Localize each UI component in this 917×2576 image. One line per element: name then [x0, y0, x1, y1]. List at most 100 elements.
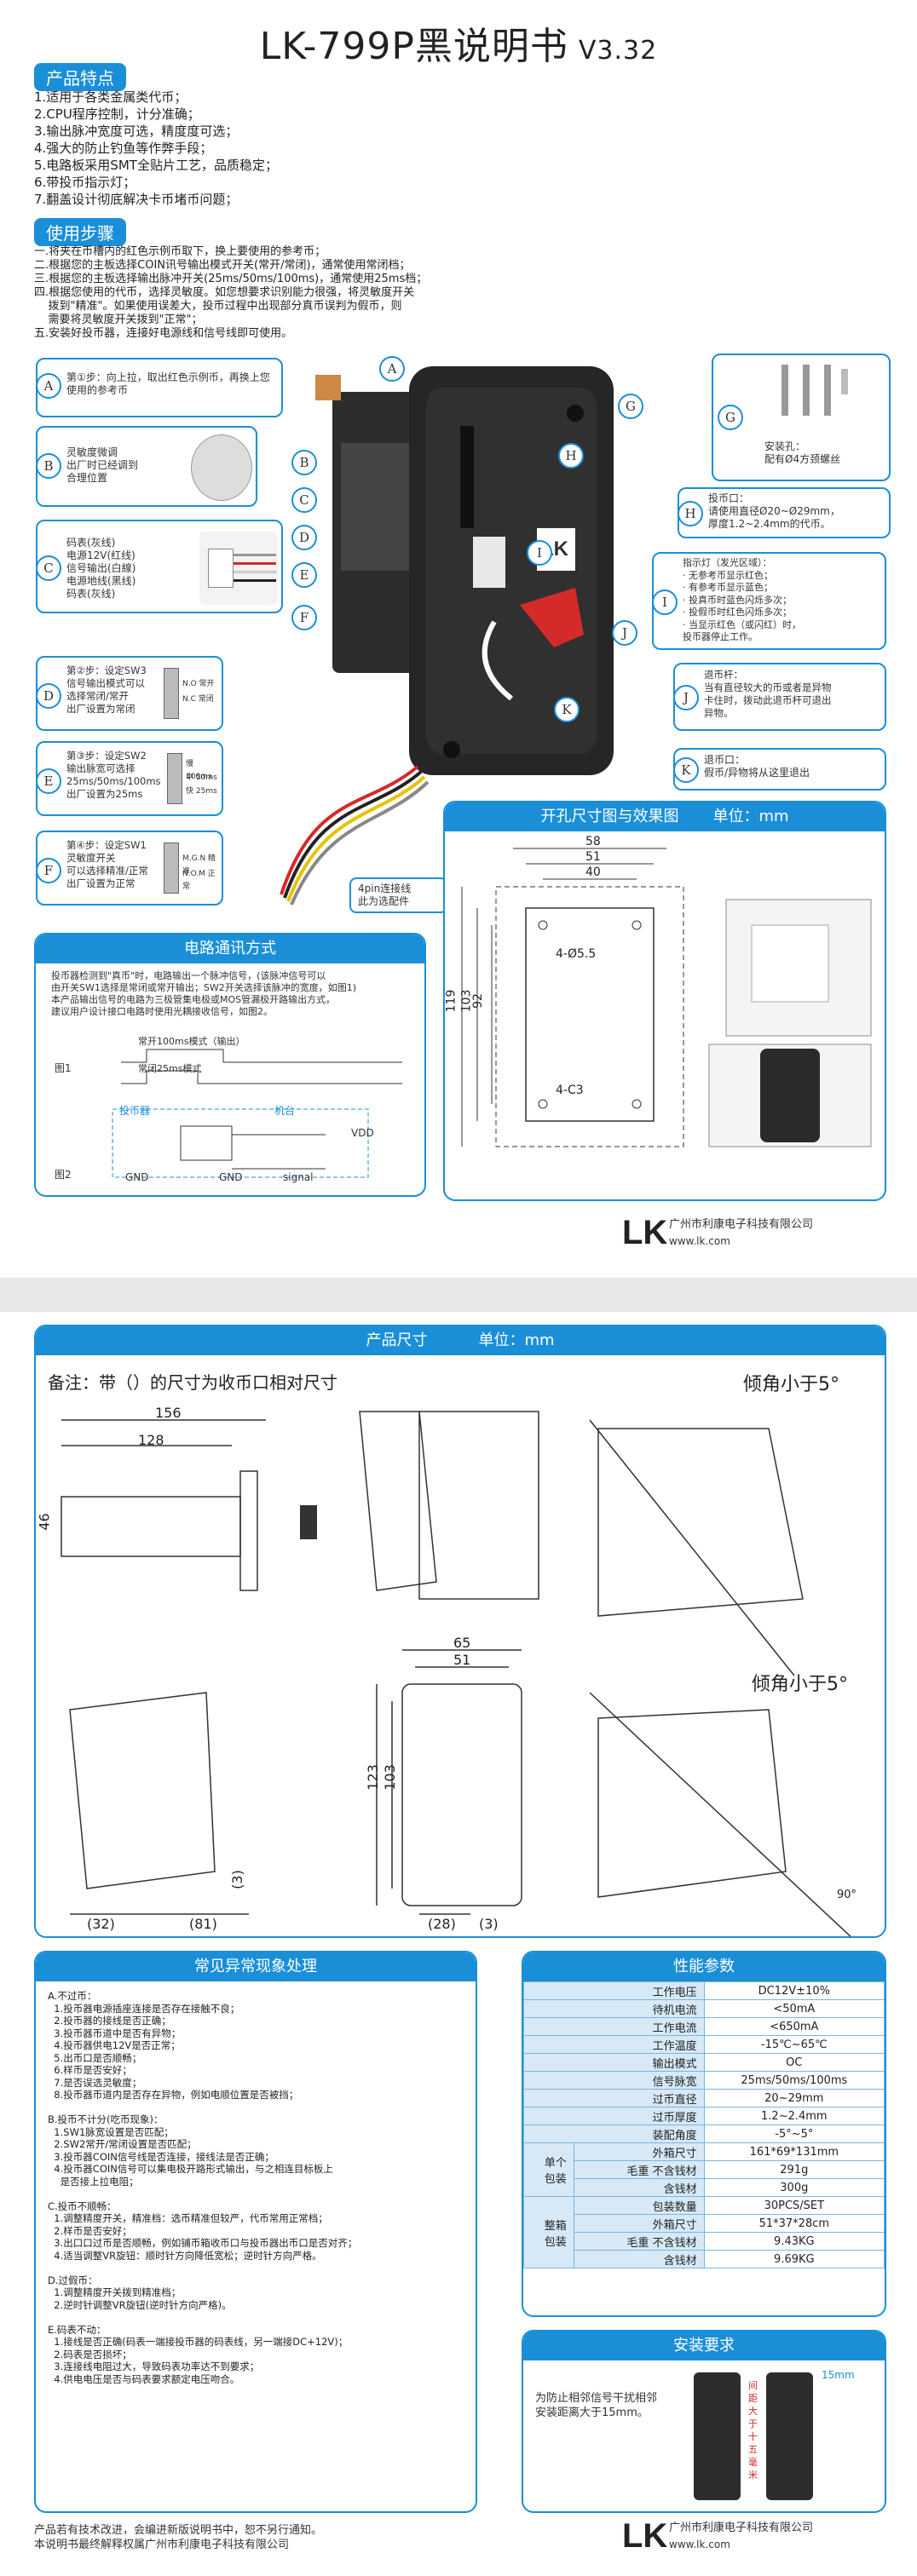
troubleshooting-section: 常见异常现象处理 A.不过币： 1.投币器电源插座连接是否存在接触不良； 2.投…: [34, 1951, 477, 2513]
trouble-line: 1.投币器电源插座连接是否存在接触不良；: [48, 2002, 240, 2015]
dimensions-section: 产品尺寸单位：mm 备注：带（）的尺寸为收币口相对尺寸 倾角小于5° 倾角小于5…: [34, 1325, 886, 1938]
usage-header: 使用步骤: [34, 218, 126, 246]
callout-h: H 投币口： 请使用直径Ø20~Ø29mm， 厚度1.2~2.4mm的代币。: [678, 487, 891, 538]
feature-item: 6.带投币指示灯；: [34, 175, 136, 190]
install-section: 安装要求 为防止相邻信号干扰相邻安装距离大于15mm。 间距大于十五毫米 15m…: [522, 2330, 886, 2513]
trouble-line: B.投币不计分(吃币现象)：: [48, 2113, 164, 2125]
acceptor-right: [766, 2372, 813, 2500]
trouble-line: D.过假币：: [48, 2274, 98, 2286]
callout-i: I 指示灯（发光区域）： · 无参考币显示红色； · 有参考币显示蓝色； · 投…: [652, 552, 886, 650]
feature-item: 5.电路板采用SMT全贴片工艺，品质稳定；: [34, 158, 278, 173]
trouble-line: 1.SW1脉宽设置是否匹配；: [48, 2125, 174, 2138]
harness-photo: [280, 765, 430, 906]
cutout-section: 开孔尺寸图与效果图单位：mm 58 51 40 4-Ø5.5 119 103 9…: [443, 801, 886, 1201]
connector-photo: [199, 532, 278, 605]
marker-d: D: [291, 525, 317, 550]
footer-note: 产品若有技术改进，会编进新版说明书中，恕不另行通知。本说明书最终解释权属广州市利…: [34, 2524, 323, 2551]
feature-item: 4.强大的防止钓鱼等作弊手段；: [34, 141, 213, 156]
perf-cell: 20~29mm: [703, 2089, 885, 2107]
dimension-drawings: [61, 1411, 851, 1936]
perf-cell: 9.43KG: [703, 2232, 885, 2251]
perf-cell: 待机电流: [523, 1999, 705, 2018]
callout-j: J 退币杆： 当有直径较大的币或者是异物 卡住时，拨动此退币杆可退出 异物。: [673, 663, 886, 731]
usage-step: 需要将灵敏度开关拨到"正常"；: [34, 313, 203, 326]
trouble-line: [48, 2102, 357, 2114]
perf-cell: 含钱材: [573, 2178, 705, 2197]
callout-sw1: F 第④步：设定SW1 灵敏度开关 可以选择精准/正常 出厂设置为正常 M.G.…: [36, 831, 223, 906]
perf-cell: DC12V±10%: [703, 1981, 885, 2000]
circuit-section: 电路通讯方式 投币器检测到"真币"时，电路输出一个脉冲信号，(该脉冲信号可以由开…: [34, 933, 426, 1197]
gap-label: 15mm: [822, 2369, 855, 2381]
sw2-switch: [167, 753, 182, 804]
feature-item: 1.适用于各类金属类代币；: [34, 89, 187, 105]
wire-label: 信号输出(白線): [66, 562, 136, 574]
perf-cell: 51*37*28cm: [703, 2214, 885, 2233]
callout-k: K 退币口： 假币/异物将从这里退出: [673, 748, 886, 791]
perf-cell: 外箱尺寸: [573, 2142, 705, 2161]
callout-sw2: E 第③步：设定SW2 输出脉宽可选择 25ms/50ms/100ms 出厂设置…: [36, 741, 223, 816]
perf-cell: 毛重 不含钱材: [573, 2160, 705, 2179]
tilt-label-1: 倾角小于5°: [743, 1374, 839, 1395]
callout-sw3: D 第②步：设定SW3 信号输出模式可以 选择常闭/常开 出厂设置为常闭 N.O…: [36, 656, 223, 731]
trouble-line: 7.是否误选灵敏度；: [48, 2076, 142, 2089]
perf-cell: 工作电压: [523, 1981, 705, 2000]
perf-cell: 过币厚度: [523, 2107, 705, 2125]
company-logo: LK: [622, 1214, 668, 1251]
trouble-line: 1.接线是否正确(码表一端接投币器的码表线，另一端接DC+12V)；: [48, 2336, 349, 2348]
trouble-line: E.码表不动：: [48, 2323, 107, 2336]
features-header: 产品特点: [34, 63, 126, 91]
perf-cell: 25ms/50ms/100ms: [703, 2071, 885, 2090]
marker-c: C: [291, 487, 317, 513]
perf-cell: 9.69KG: [703, 2250, 885, 2268]
wire-label: 电源地线(黑线): [66, 575, 136, 587]
usage-step: 四.根据您使用的代币，选择灵敏度。如您想要求识别能力很强，将灵敏度开关: [34, 286, 415, 299]
trouble-line: 2.码表是否损坏；: [48, 2348, 132, 2360]
marker-g: G: [618, 394, 643, 419]
marker-j: J: [612, 620, 637, 646]
perf-cell: 包装数量: [573, 2196, 705, 2215]
trouble-line: 4.投币器供电12V是否正常；: [48, 2039, 181, 2051]
usage-list: 一.将夹在币槽内的红色示例币取下，换上要使用的参考币；二.根据您的主板选择COI…: [34, 245, 427, 341]
perf-cell: 291g: [703, 2160, 885, 2179]
usage-step: 二.根据您的主板选择COIN讯号输出模式开关(常开/常闭)，通常使用常闭档；: [34, 259, 411, 272]
marker-h: H: [558, 443, 584, 469]
dimensions-note: 备注：带（）的尺寸为收币口相对尺寸: [48, 1372, 337, 1393]
trouble-line: 2.投币器的接线是否正确；: [48, 2015, 171, 2027]
trouble-line: 3.出口口过币是否顺畅，例如铺币箱收币口与投币器出币口是否对齐；: [48, 2237, 358, 2249]
perf-cell: <650mA: [703, 2017, 885, 2036]
perf-cell: 161*69*131mm: [703, 2142, 885, 2161]
usage-step: 三.根据您的主板选择输出脉冲开关(25ms/50ms/100ms)，通常使用25…: [34, 273, 428, 285]
features-list: 1.适用于各类金属类代币；2.CPU程序控制，计分准确；3.输出脉冲宽度可选，精…: [34, 89, 278, 208]
perf-cell: <50mA: [703, 1999, 885, 2018]
perf-cell: 整箱 包装: [523, 2196, 574, 2268]
callout-wires: C 码表(灰线)电源12V(红线)信号输出(白線)电源地线(黑线)码表(灰线): [36, 520, 283, 613]
callout-a: A 第①步：向上拉，取出红色示例币，再换上您使用的参考币: [36, 358, 283, 417]
circuit-line: 由开关SW1选择是常闭或常开输出；SW2开关选择该脉冲的宽度，如图1): [51, 982, 357, 993]
trouble-line: [48, 2311, 357, 2324]
trouble-line: 是否接上拉电阻；: [48, 2175, 139, 2188]
tilt-label-2: 倾角小于5°: [752, 1674, 848, 1695]
perf-cell: -15℃~65℃: [703, 2035, 885, 2054]
trouble-line: 2.样币是否安好；: [48, 2224, 132, 2237]
trouble-line: 2.SW2常开/常闭设置是否匹配；: [48, 2138, 197, 2150]
company-logo-2: LK: [622, 2517, 668, 2555]
perf-cell: 毛重 不含钱材: [573, 2232, 705, 2251]
marker-e: E: [291, 562, 317, 588]
company-url-2: www.lk.com: [669, 2539, 730, 2550]
perf-cell: 工作电流: [523, 2017, 705, 2036]
usage-step: 拨到"精准"。如果使用误差大，投币过程中出现部分真币误判为假币，则: [34, 300, 402, 313]
perf-row: 装配角度-5°~5°: [523, 2125, 885, 2143]
trouble-line: 3.连接线电阻过大，导致码表功率达不到要求；: [48, 2360, 260, 2372]
trouble-line: 6.样币是否安好；: [48, 2064, 132, 2076]
connector-note: 4pin连接线 此为选配件: [349, 877, 447, 913]
